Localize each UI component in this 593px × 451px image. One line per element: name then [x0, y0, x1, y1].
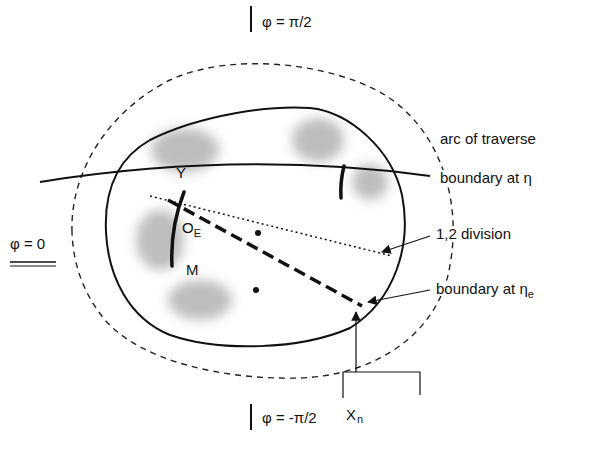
point-label: Y: [176, 165, 186, 180]
subscript: n: [357, 414, 363, 425]
arc-mark: [341, 166, 344, 198]
point-label: X: [346, 407, 356, 422]
inner-boundary: [106, 107, 405, 346]
axis-mark: [250, 404, 252, 430]
boundary-eta-e-line: [168, 200, 362, 306]
shaded-patches: [136, 118, 388, 320]
axis-label: φ = -π/2: [262, 410, 317, 425]
centre-dot: [255, 230, 261, 236]
underline: [10, 261, 56, 263]
subscript: E: [194, 228, 201, 239]
axis-label: φ = 0: [10, 236, 45, 251]
point-label: O: [182, 220, 194, 235]
callout-label: boundary at η: [438, 170, 534, 185]
underline: [10, 266, 56, 267]
centre-dot: [253, 287, 259, 293]
leader-line: [343, 372, 356, 398]
leader-line: [368, 290, 430, 302]
point-label: M: [186, 262, 199, 277]
outer-boundary: [72, 64, 453, 378]
leader-line: [356, 312, 420, 395]
traverse-arc: [40, 164, 430, 182]
division-line: [150, 196, 392, 256]
subscript: e: [528, 289, 534, 300]
callout-label: arc of traverse: [438, 131, 538, 146]
axis-mark: [250, 6, 252, 32]
leader-line: [382, 236, 430, 252]
callout-label: 1,2 division: [434, 226, 513, 241]
callout-label: boundary at η: [434, 281, 530, 296]
axis-label: φ = π/2: [262, 14, 312, 29]
